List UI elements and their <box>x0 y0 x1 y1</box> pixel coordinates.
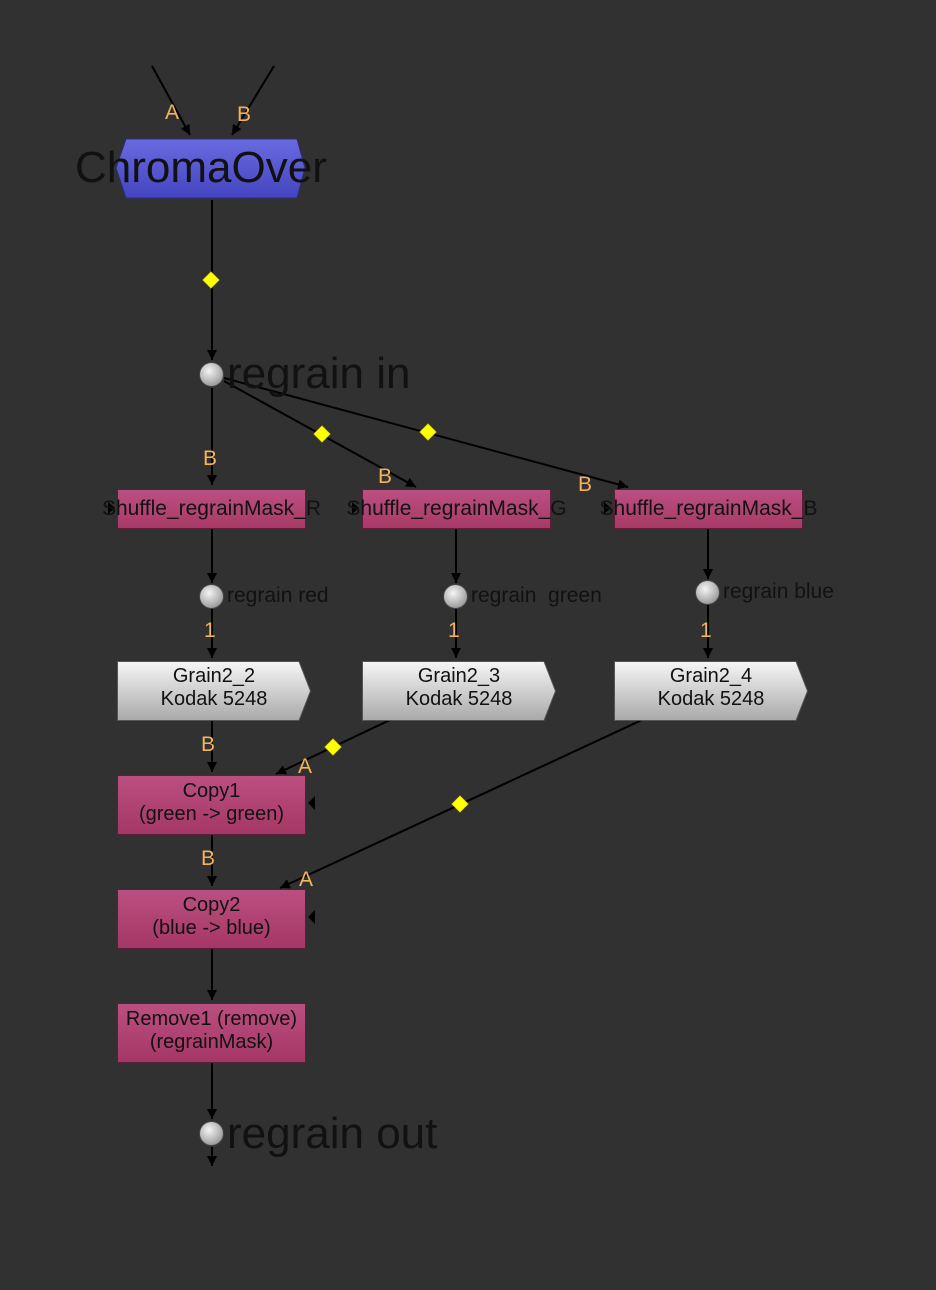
shuffle-b-label: Shuffle_regrainMask_B <box>599 497 818 520</box>
grain2-4-shape <box>614 661 808 721</box>
grain2-2-shape <box>117 661 311 721</box>
shuffle-g-node[interactable]: Shuffle_regrainMask_G <box>346 489 567 529</box>
pin-label-a-copy2: A <box>299 868 314 891</box>
chroma-over-label: ChromaOver <box>75 143 327 192</box>
grain2-4-name: Grain2_4 <box>669 665 753 687</box>
dot-label-regrain-in: regrain in <box>227 349 411 398</box>
copy2-node[interactable]: Copy2 (blue -> blue) <box>117 889 306 949</box>
copy1-mask-input-arrow[interactable] <box>308 796 315 810</box>
grain2-3-sub: Kodak 5248 <box>405 688 513 710</box>
edge-input-a <box>151 65 191 136</box>
copy1-node[interactable]: Copy1 (green -> green) <box>117 775 306 835</box>
grain2-3-shape <box>362 661 556 721</box>
remove1-sub: (regrainMask) <box>149 1031 274 1053</box>
shuffle-g-side-arrow <box>352 502 359 514</box>
pin-label-b-copy2: B <box>201 847 216 870</box>
copy2-sub: (blue -> blue) <box>152 917 271 939</box>
copy1-sub: (green -> green) <box>138 803 285 825</box>
shuffle-r-label: Shuffle_regrainMask_R <box>101 497 322 520</box>
remove1-name: Remove1 (remove) <box>125 1008 298 1030</box>
dot-label-regrain-blue: regrain blue <box>723 580 834 603</box>
pin-label-a: A <box>165 101 180 124</box>
shuffle-b-node[interactable]: Shuffle_regrainMask_B <box>600 489 817 529</box>
elbow-marker-copy1-a[interactable] <box>324 738 342 756</box>
dot-regrain-red[interactable] <box>199 584 224 609</box>
grain2-3-node[interactable]: Grain2_3 Kodak 5248 <box>362 661 556 721</box>
pin-label-b: B <box>237 103 252 126</box>
chroma-over-shape <box>115 138 306 199</box>
grain2-2-node[interactable]: Grain2_2 Kodak 5248 <box>117 661 311 721</box>
pin-label-b-copy1: B <box>201 733 216 756</box>
dot-regrain-green[interactable] <box>443 584 468 609</box>
pin-label-1-grain2-4: 1 <box>700 619 712 642</box>
elbow-marker-shuffle-g[interactable] <box>313 425 331 443</box>
dot-label-regrain-out: regrain out <box>227 1109 438 1158</box>
copy1-name: Copy1 <box>182 780 241 802</box>
grain2-2-sub: Kodak 5248 <box>160 688 268 710</box>
copy2-mask-input-arrow[interactable] <box>308 910 315 924</box>
edge-input-b <box>231 65 275 136</box>
grain2-4-node[interactable]: Grain2_4 Kodak 5248 <box>614 661 808 721</box>
shuffle-r-side-arrow <box>108 502 115 514</box>
dot-regrain-blue[interactable] <box>695 580 720 605</box>
shuffle-r-node[interactable]: Shuffle_regrainMask_R <box>102 489 321 529</box>
grain2-2-name: Grain2_2 <box>172 665 256 687</box>
elbow-marker-copy2-a[interactable] <box>451 795 469 813</box>
dot-regrain-in[interactable] <box>199 362 224 387</box>
elbow-marker-shuffle-b[interactable] <box>419 423 437 441</box>
shuffle-b-side-arrow <box>604 502 611 514</box>
pin-label-b-shuffle-b: B <box>578 473 593 496</box>
pin-label-a-copy1: A <box>298 755 313 778</box>
shuffle-g-label: Shuffle_regrainMask_G <box>346 497 567 520</box>
pin-label-1-grain2-2: 1 <box>204 619 216 642</box>
copy2-name: Copy2 <box>182 894 241 916</box>
dot-regrain-out[interactable] <box>199 1121 224 1146</box>
pin-label-b-shuffle-g: B <box>378 465 393 488</box>
elbow-marker-chroma[interactable] <box>202 271 220 289</box>
pin-label-1-grain2-3: 1 <box>448 619 460 642</box>
pin-label-b-shuffle-r: B <box>203 447 218 470</box>
grain2-4-sub: Kodak 5248 <box>657 688 765 710</box>
chroma-over-node[interactable]: ChromaOver <box>75 138 351 200</box>
grain2-3-name: Grain2_3 <box>417 665 501 687</box>
remove1-node[interactable]: Remove1 (remove) (regrainMask) <box>117 1003 306 1063</box>
dot-label-regrain-red: regrain red <box>227 584 329 607</box>
dot-label-regrain-green: regrain green <box>471 584 602 607</box>
